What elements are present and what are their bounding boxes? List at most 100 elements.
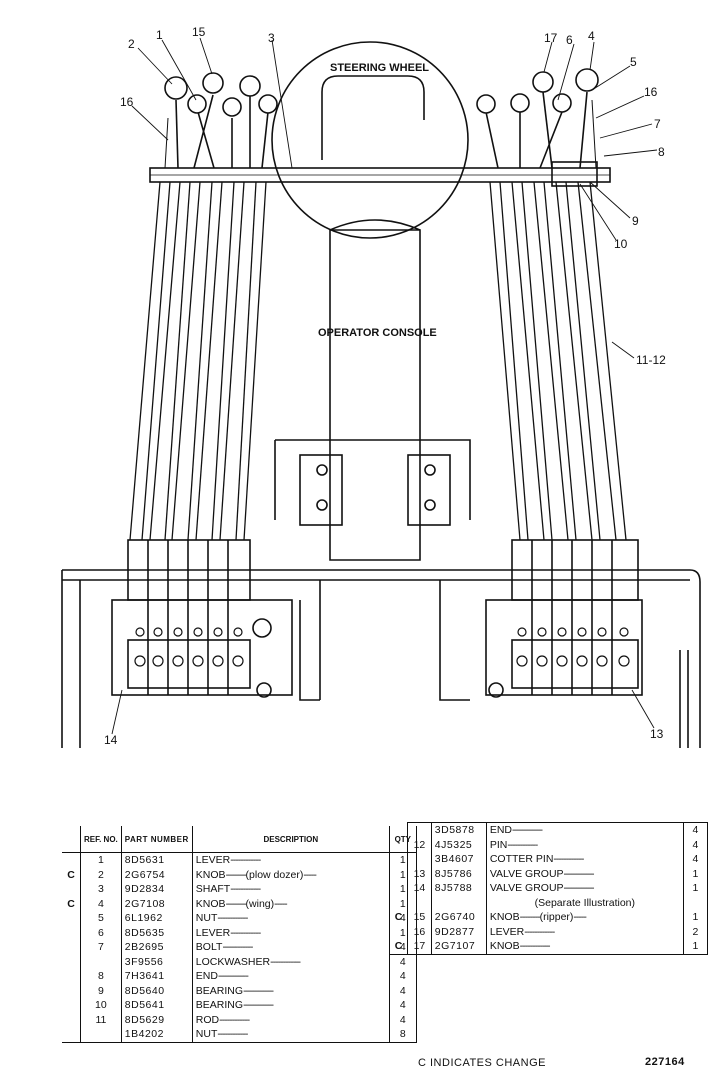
quantity: 4: [389, 998, 417, 1013]
console-top: [321, 75, 425, 120]
quantity: 1: [683, 881, 708, 896]
part-number: 3F9556: [121, 954, 193, 969]
callout-1: 1: [156, 28, 163, 42]
change-flag: [62, 853, 81, 868]
left-control-rods: [129, 181, 267, 541]
description: END------------: [192, 969, 390, 984]
description-note: (ripper): [539, 911, 574, 924]
ref-number: 7: [80, 940, 122, 955]
console-bracket-right: [407, 454, 451, 526]
ref-number: 4: [80, 896, 122, 911]
part-number: 8D5640: [121, 983, 193, 998]
description-text: BEARING: [195, 984, 244, 997]
description-text: NUT: [195, 1028, 218, 1041]
change-flag: [62, 1013, 81, 1028]
description-text: LEVER: [489, 925, 525, 938]
description-text: NUT: [195, 912, 218, 925]
console-column: [329, 229, 421, 561]
callout-14: 14: [104, 733, 118, 747]
description: PIN------------: [486, 837, 684, 852]
callout-2: 2: [128, 37, 135, 51]
linkage-diagram: STEERING WHEEL OPERATOR CONSOLE 2 1 15 3…: [61, 25, 701, 748]
ref-number: [80, 1027, 122, 1043]
description-text: KNOB: [489, 911, 520, 924]
description-note: (plow dozer): [245, 868, 304, 881]
quantity: 4: [683, 852, 708, 867]
description-text: VALVE GROUP: [489, 867, 564, 880]
ref-number: 12: [407, 837, 432, 852]
ref-number: [407, 822, 432, 838]
description: KNOB--------(plow dozer)-----: [192, 867, 390, 882]
description: VALVE GROUP------------: [486, 866, 684, 881]
description: KNOB--------(wing)-----: [192, 896, 390, 911]
operator-console-label: OPERATOR CONSOLE: [318, 327, 437, 339]
change-flag: [390, 838, 408, 853]
part-number: 2G7107: [431, 939, 487, 955]
description-text: LEVER: [195, 854, 231, 867]
callout-16-left: 16: [120, 95, 134, 109]
callout-15: 15: [192, 25, 206, 39]
ref-number: 13: [407, 866, 432, 881]
callout-4: 4: [588, 29, 595, 43]
change-flag: [390, 896, 408, 911]
callout-13: 13: [650, 727, 664, 741]
right-control-rods: [489, 181, 627, 541]
part-number: 8D5641: [121, 998, 193, 1013]
description-text: LOCKWASHER: [195, 955, 271, 968]
callout-10: 10: [614, 237, 628, 251]
ref-number: 17: [407, 939, 432, 955]
description-text: PIN: [489, 838, 508, 851]
quantity: 4: [389, 983, 417, 998]
callout-5: 5: [630, 55, 637, 69]
part-number: 2G6740: [431, 910, 487, 925]
console-bracket-left: [299, 454, 343, 526]
change-flag: [62, 882, 81, 897]
description: COTTER PIN------------: [486, 852, 684, 867]
description: NUT------------: [192, 911, 390, 926]
ref-number: 10: [80, 998, 122, 1013]
part-number: 8J5786: [431, 866, 487, 881]
ref-number: 9: [80, 983, 122, 998]
change-flag: [62, 1027, 81, 1043]
quantity: 1: [683, 910, 708, 925]
change-flag: [62, 911, 81, 926]
ref-number: 2: [80, 867, 122, 882]
ref-number: [407, 852, 432, 867]
description: KNOB------------: [486, 939, 684, 955]
description-text: END: [195, 970, 218, 983]
ref-number: 14: [407, 881, 432, 896]
ref-number: [407, 895, 432, 910]
callout-16-right: 16: [644, 85, 658, 99]
description: LOCKWASHER------------: [192, 954, 390, 969]
frame-rail: [62, 569, 701, 748]
description: NUT------------: [192, 1027, 390, 1043]
header-part-number: PART NUMBER: [121, 826, 193, 853]
description: LEVER------------: [192, 925, 390, 940]
part-number: 4J5325: [431, 837, 487, 852]
callout-9: 9: [632, 214, 639, 228]
part-number: 2G7108: [121, 896, 193, 911]
part-number: 8D5635: [121, 925, 193, 940]
illustration-number: 227164: [645, 1056, 685, 1068]
table-row: (Separate Illustration): [390, 895, 708, 911]
change-flag: [390, 867, 408, 882]
quantity: 4: [389, 954, 417, 969]
change-flag: [390, 925, 408, 940]
quantity: 4: [389, 969, 417, 984]
quantity: 2: [683, 924, 708, 939]
change-flag: [390, 881, 408, 896]
change-flag: C: [67, 897, 75, 910]
ref-number: 6: [80, 925, 122, 940]
